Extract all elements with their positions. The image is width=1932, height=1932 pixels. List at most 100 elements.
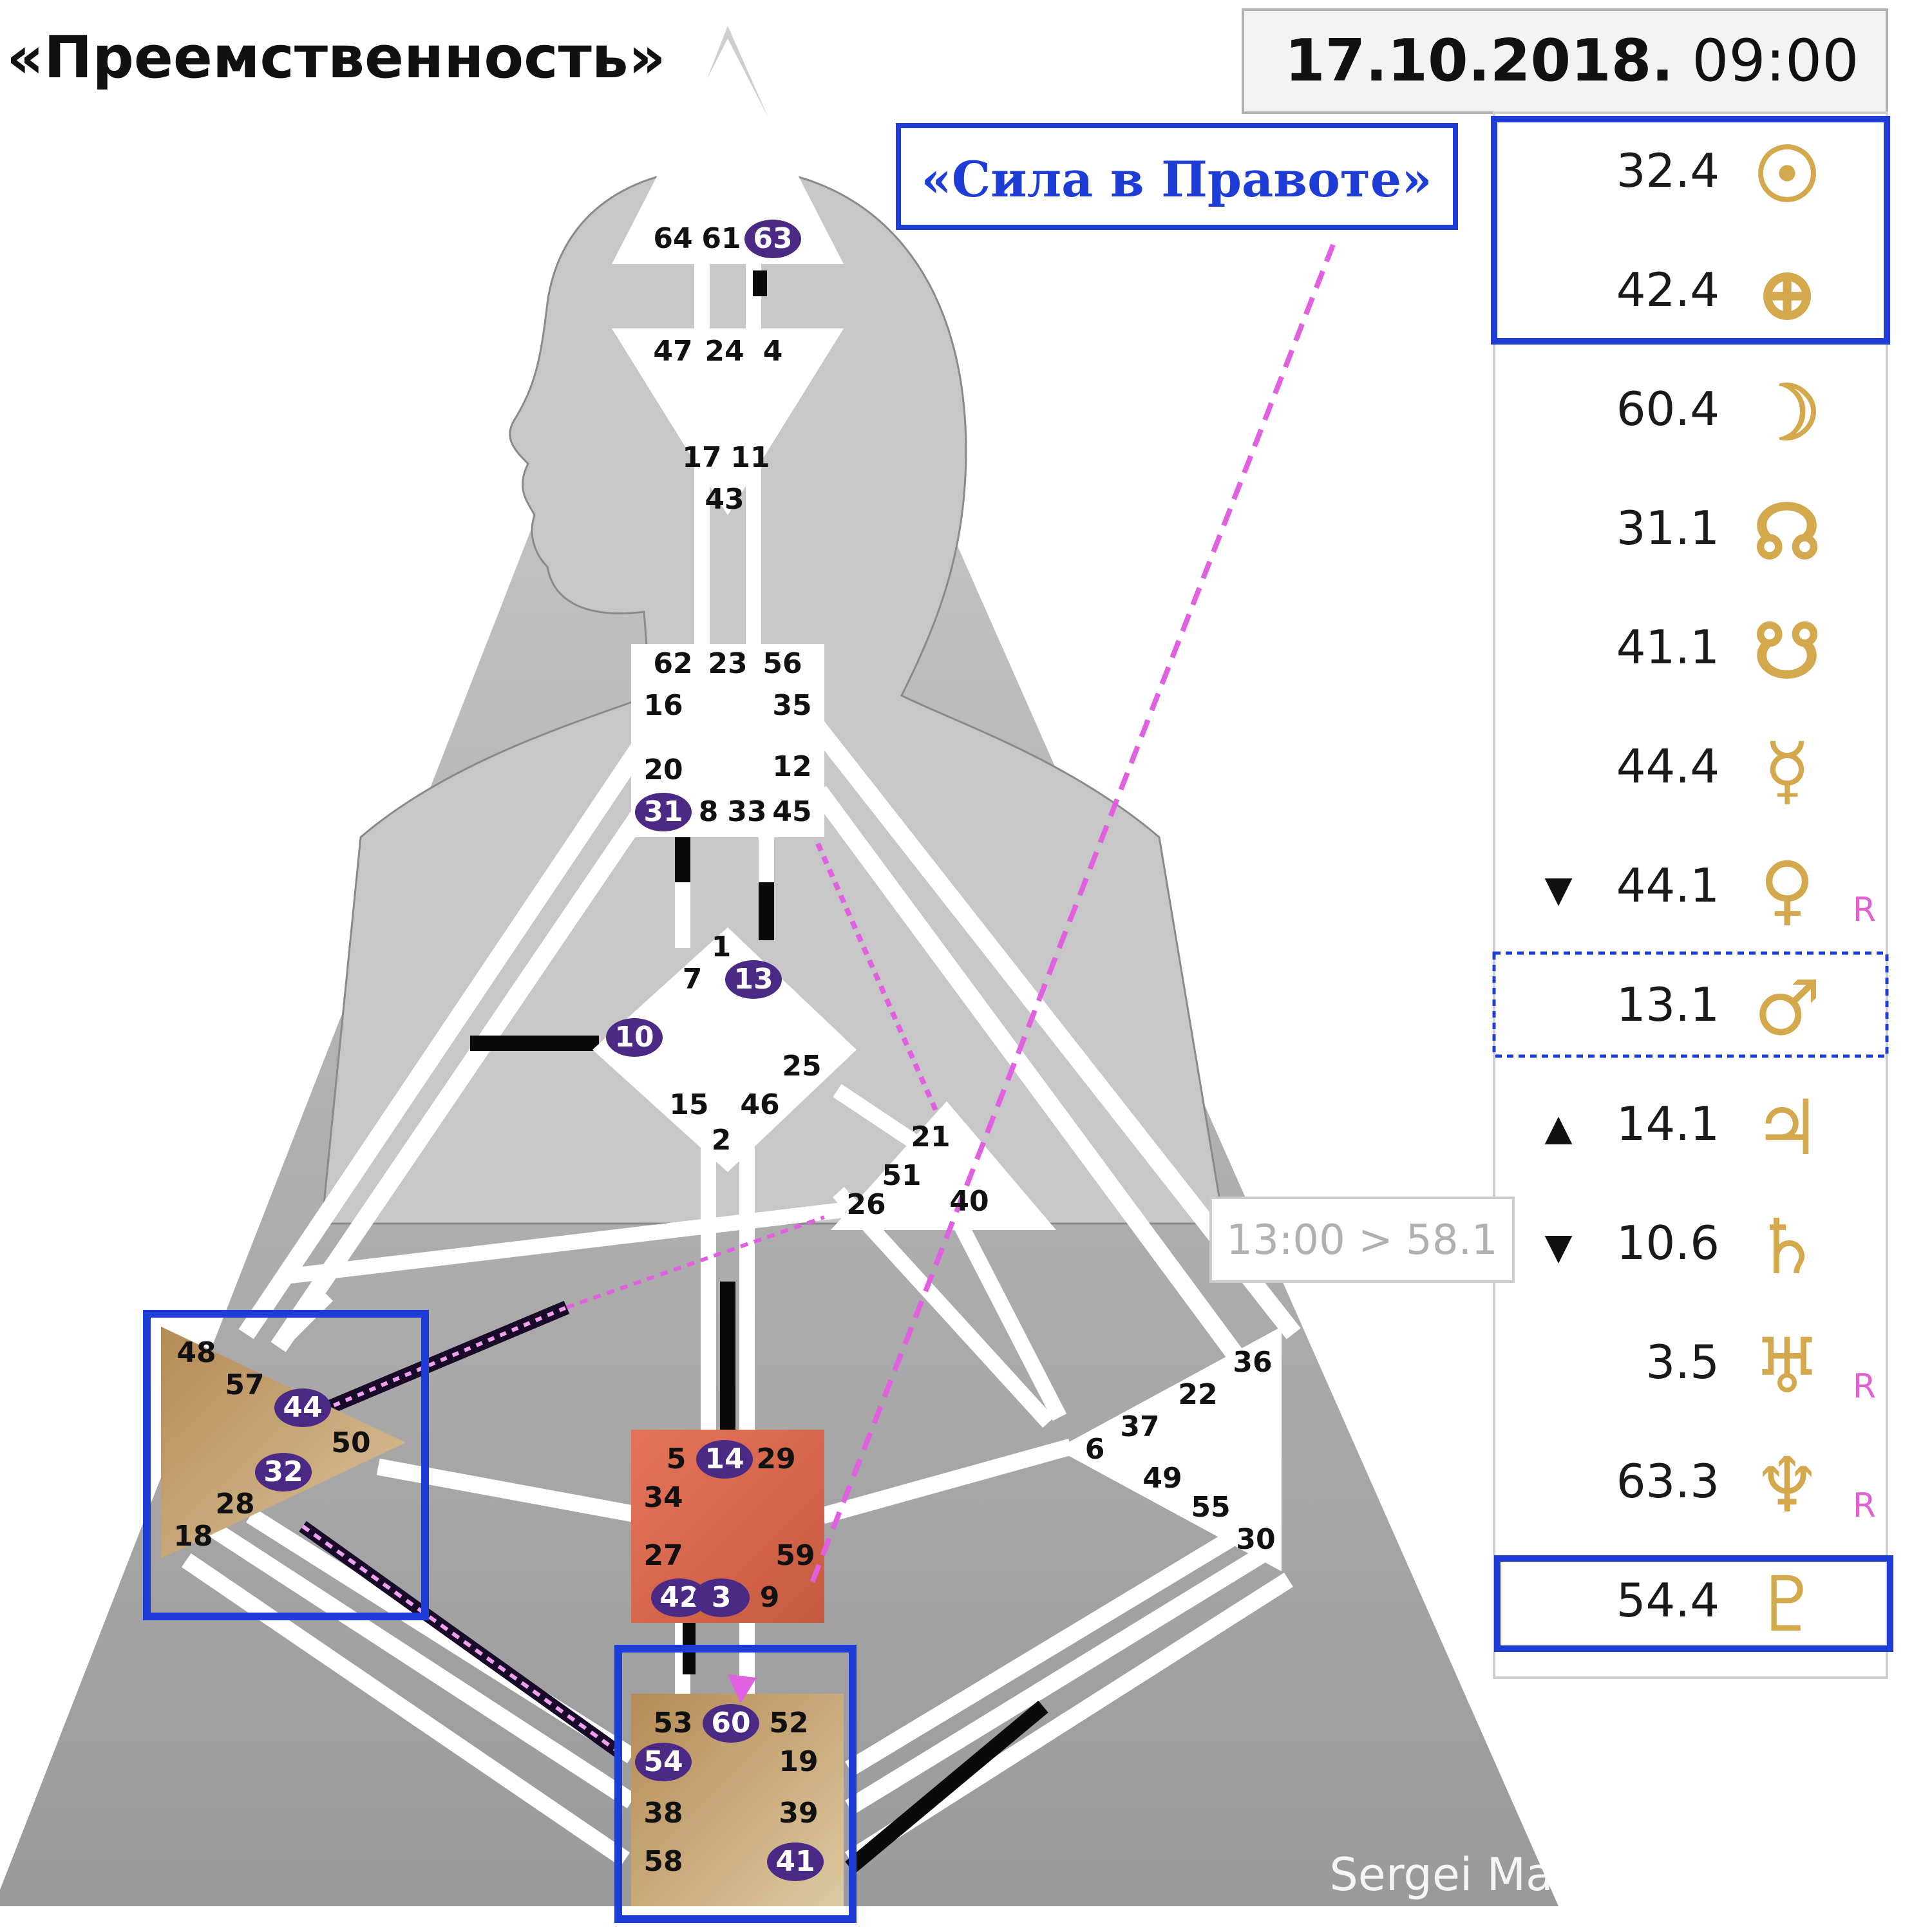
planet-panel (1493, 111, 1888, 1679)
sun-earth-frame (1491, 116, 1890, 345)
gate-31: 31 (635, 793, 692, 831)
gate-label: 9 (760, 1581, 780, 1614)
gate-37: 37 (1120, 1410, 1159, 1443)
saturn-icon: ♄ (1753, 1202, 1821, 1291)
mars-dotted-frame (1492, 951, 1889, 1058)
planet-row: 3.5 ♅ R (1645, 1321, 1876, 1410)
gate-label: 58 (643, 1845, 683, 1878)
gate-label: 25 (782, 1050, 821, 1083)
gate-label: 3 (712, 1581, 732, 1614)
mercury-icon: ☿ (1764, 725, 1810, 815)
gate-12: 12 (772, 750, 811, 783)
gate-35: 35 (772, 689, 811, 722)
gate-49: 49 (1142, 1462, 1182, 1495)
gate-label: 30 (1236, 1523, 1275, 1556)
planet-row: 42.4⊕ (1616, 249, 1819, 338)
planet-row: 60.4☽ (1616, 368, 1821, 457)
planet-value: 44.4 (1616, 739, 1719, 793)
planet-list: 32.4☉42.4⊕60.4☽31.1☊41.1☋44.4☿▼44.1♀R13.… (1544, 129, 1876, 1649)
gate-label: 61 (701, 222, 741, 255)
heart-center (831, 1101, 1056, 1230)
gate-label: 52 (769, 1707, 808, 1739)
active-gate-marker (274, 1388, 331, 1427)
gate-label: 38 (643, 1797, 683, 1830)
planet-row: 63.3♆R (1616, 1440, 1876, 1530)
gate-label: 64 (653, 222, 692, 255)
gate-label: 41 (775, 1845, 815, 1878)
gate-label: 59 (775, 1539, 815, 1572)
gate-label: 27 (643, 1539, 683, 1572)
arrow-up-icon: ▲ (1544, 1107, 1572, 1149)
planet-row: ▲14.1♃ (1544, 1083, 1821, 1172)
gate-label: 47 (653, 335, 692, 368)
gate-label: 54 (643, 1745, 683, 1778)
gate-53: 53 (653, 1707, 692, 1739)
gate-label: 29 (756, 1443, 795, 1475)
gate-30: 30 (1236, 1523, 1275, 1556)
gate-2: 2 (712, 1124, 732, 1157)
gate-58: 58 (643, 1845, 683, 1878)
active-gate-marker (725, 960, 782, 999)
active-gate-marker (693, 1578, 750, 1617)
gate-32: 32 (255, 1453, 312, 1492)
planet-value: 63.3 (1616, 1454, 1719, 1508)
planet-value: 14.1 (1616, 1097, 1719, 1151)
gate-label: 48 (176, 1336, 216, 1369)
gate-label: 37 (1120, 1410, 1159, 1443)
gate-25: 25 (782, 1050, 821, 1083)
gate-36: 36 (1233, 1346, 1272, 1379)
gate-label: 55 (1191, 1491, 1230, 1524)
gate-29: 29 (756, 1443, 795, 1475)
date-label: 17.10.2018. 09:00 (1285, 27, 1859, 95)
gate-22: 22 (1178, 1378, 1217, 1411)
planet-row: 32.4 ☉ (1616, 129, 1821, 219)
gate-label: 22 (1178, 1378, 1217, 1411)
gate-7: 7 (683, 963, 703, 996)
planet-value: 10.6 (1616, 1216, 1719, 1270)
planet-value: 31.1 (1616, 501, 1719, 555)
gate-label: 19 (779, 1745, 818, 1778)
planet-value: 42.4 (1616, 263, 1719, 317)
gate-60: 60 (703, 1704, 759, 1743)
spleen-highlight-frame (143, 1310, 429, 1620)
gate-label: 1 (712, 931, 732, 963)
gate-label: 6 (1085, 1433, 1105, 1466)
retrograde-marker: R (1853, 1367, 1876, 1406)
gate-label: 40 (949, 1185, 989, 1218)
channel-bands (181, 263, 1301, 1867)
sun-icon: ☉ (1753, 129, 1821, 219)
gate-label: 11 (730, 441, 770, 474)
note-label: 13:00 > 58.1 (1226, 1217, 1497, 1264)
gate-label: 2 (712, 1124, 732, 1157)
gate-label: 8 (699, 795, 719, 828)
gate-20: 20 (643, 753, 683, 786)
gate-label: 60 (711, 1707, 750, 1739)
uranus-icon: ♅ (1753, 1321, 1821, 1410)
gate-label: 17 (682, 441, 721, 474)
gate-33: 33 (727, 795, 766, 828)
moon-icon: ☽ (1753, 368, 1821, 457)
planet-value: 3.5 (1645, 1335, 1719, 1389)
activated-channels (470, 270, 1048, 1874)
gate-14: 14 (696, 1440, 753, 1479)
gate-21: 21 (911, 1121, 950, 1153)
gate-6: 6 (1085, 1433, 1105, 1466)
planet-row: 13.1♂ (1616, 963, 1821, 1053)
caption-label: «Сила в Правоте» (921, 151, 1432, 208)
gate-label: 16 (643, 689, 683, 722)
neptune-icon: ♆ (1753, 1440, 1821, 1530)
planet-value: 13.1 (1616, 978, 1719, 1032)
gate-label: 21 (911, 1121, 950, 1153)
active-gate-marker (635, 793, 692, 831)
gate-44: 44 (274, 1388, 331, 1427)
gate-label: 49 (1142, 1462, 1182, 1495)
pink-dotted-channels (299, 842, 943, 1757)
gate-11: 11 (730, 441, 770, 474)
active-gate-marker (703, 1704, 759, 1743)
gate-label: 31 (643, 795, 683, 828)
head-center (612, 39, 844, 264)
planet-row: 54.4♇ (1616, 1559, 1821, 1649)
planet-value: 32.4 (1616, 144, 1719, 198)
